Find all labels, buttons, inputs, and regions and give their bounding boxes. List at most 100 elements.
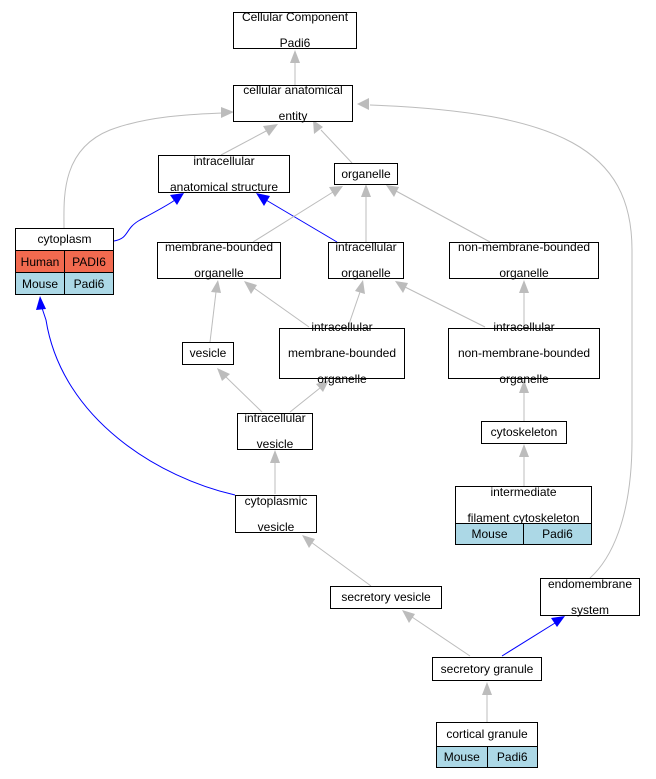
edge-arrowhead [256,193,270,206]
node-label-line: organelle [499,266,549,280]
node-label-line: organelle [317,372,367,386]
node-label-line: filament cytoskeleton [467,510,580,525]
node-organelle[interactable]: organelle [334,163,398,185]
node-cortical-granule[interactable]: cortical granule Mouse Padi6 [436,722,538,768]
species-cell: Mouse [437,747,487,767]
node-label-line: intracellular [193,153,255,168]
edge-cytoplasm-to-ias [113,199,176,242]
node-label-line: Cellular Component [241,10,349,24]
edge-iv-to-imbo [289,387,321,413]
edge-arrowhead [361,184,371,197]
node-label-line: cytoplasmic [244,493,308,508]
edge-arrowhead [217,368,230,381]
species-row-mouse: Mouse Padi6 [456,523,591,544]
edge-arrowhead [211,280,221,293]
node-label-line: intracellular [244,411,306,425]
node-label-line: cytoskeleton [490,425,558,439]
node-intracellular-organelle[interactable]: intracellular organelle [328,240,404,280]
edge-arrowhead [355,280,365,294]
node-label-line: intermediate [490,484,557,499]
edge-io-to-ias [265,199,338,243]
node-label-line: entity [278,109,308,123]
node-label-line: non-membrane-bounded [457,346,591,360]
node-title: cytoplasm [37,232,92,246]
edge-arrowhead [221,107,234,118]
node-label-line: organelle [341,166,391,181]
node-cytoplasm[interactable]: cytoplasm Human PADI6 Mouse Padi6 [15,228,114,295]
edge-arrowhead [170,193,184,205]
edge-arrowhead [244,281,257,294]
gene-cell: PADI6 [64,251,113,272]
node-intermediate-filament-cytoskeleton[interactable]: intermediate filament cytoskeleton Mouse… [455,484,592,545]
node-label-line: organelle [194,266,244,280]
node-cytoplasmic-vesicle[interactable]: cytoplasmic vesicle [235,493,317,534]
node-label-line: secretory vesicle [341,590,431,604]
edge-arrowhead [290,50,300,63]
edge-iv-to-vesicle [225,376,263,413]
node-label-line: endomembrane [547,576,633,591]
node-cytoskeleton[interactable]: cytoskeleton [481,421,567,444]
node-label-line: intracellular [335,240,397,254]
node-cellular-component-root[interactable]: Cellular Component Padi6 [233,10,357,50]
node-label-line: non-membrane-bounded [457,240,591,254]
node-vesicle[interactable]: vesicle [182,342,234,365]
node-label-line: organelle [499,372,549,386]
edge-nmbo-to-organelle [395,190,491,243]
edge-arrowhead [302,535,315,548]
edge-arrowhead [329,186,343,197]
edge-cv-to-cytoplasm [41,307,236,496]
node-label-line: membrane-bounded [164,240,274,254]
node-cellular-anatomical-entity[interactable]: cellular anatomical entity [233,83,353,123]
node-label-line: vesicle [189,346,227,360]
node-label-line: secretory granule [440,661,534,676]
node-title: intermediate filament cytoskeleton [456,484,591,525]
gene-cell: Padi6 [486,747,537,767]
gene-cell: Padi6 [523,524,591,544]
edge-mbo-to-organelle [252,191,334,243]
node-label-line: system [570,602,609,617]
node-intracellular-non-membrane-bounded-organelle[interactable]: intracellular non-membrane-bounded organ… [448,321,600,386]
node-intracellular-vesicle[interactable]: intracellular vesicle [237,411,313,451]
edge-imbo-to-mbo [253,287,310,328]
node-label-line: intracellular [493,320,555,334]
species-row-mouse: Mouse Padi6 [16,272,113,294]
edge-arrowhead [313,120,323,134]
edge-sg-to-es [501,622,556,657]
edge-arrowhead [36,296,46,310]
edge-arrowhead [519,444,529,457]
node-intracellular-membrane-bounded-organelle[interactable]: intracellular membrane-bounded organelle [279,321,405,386]
edge-arrowhead [395,281,408,293]
node-endomembrane-system[interactable]: endomembrane system [540,576,640,617]
node-label-line: cellular anatomical [243,83,343,97]
node-intracellular-anatomical-structure[interactable]: intracellular anatomical structure [158,153,290,193]
edge-arrowhead [402,610,415,623]
node-label-line: vesicle [256,437,294,451]
node-membrane-bounded-organelle[interactable]: membrane-bounded organelle [157,240,281,280]
species-row-mouse: Mouse Padi6 [437,746,537,767]
edge-sv-to-cv [310,541,372,587]
edge-sg-to-sv [411,616,471,657]
species-cell: Mouse [16,273,64,294]
node-label-line: vesicle [257,519,295,534]
edge-arrowhead [316,380,329,392]
edge-arrowhead [386,185,399,197]
node-non-membrane-bounded-organelle[interactable]: non-membrane-bounded organelle [449,240,599,280]
node-secretory-vesicle[interactable]: secretory vesicle [330,586,442,609]
edge-inmbo-to-io [404,286,486,328]
edge-arrowhead [519,280,529,293]
edge-arrowhead [357,98,369,110]
node-label-line: organelle [341,266,391,280]
node-label-line: intracellular [311,320,373,334]
edge-organelle-to-cae [320,129,353,164]
edge-arrowhead [551,616,565,627]
species-row-human: Human PADI6 [16,250,113,272]
node-label-line: membrane-bounded [287,346,397,360]
edge-arrowhead [519,380,529,393]
node-label-line: Padi6 [279,36,311,50]
node-secretory-granule[interactable]: secretory granule [432,657,542,681]
edge-es-to-cae [369,104,633,579]
gene-cell: Padi6 [64,273,113,294]
species-cell: Human [16,251,64,272]
